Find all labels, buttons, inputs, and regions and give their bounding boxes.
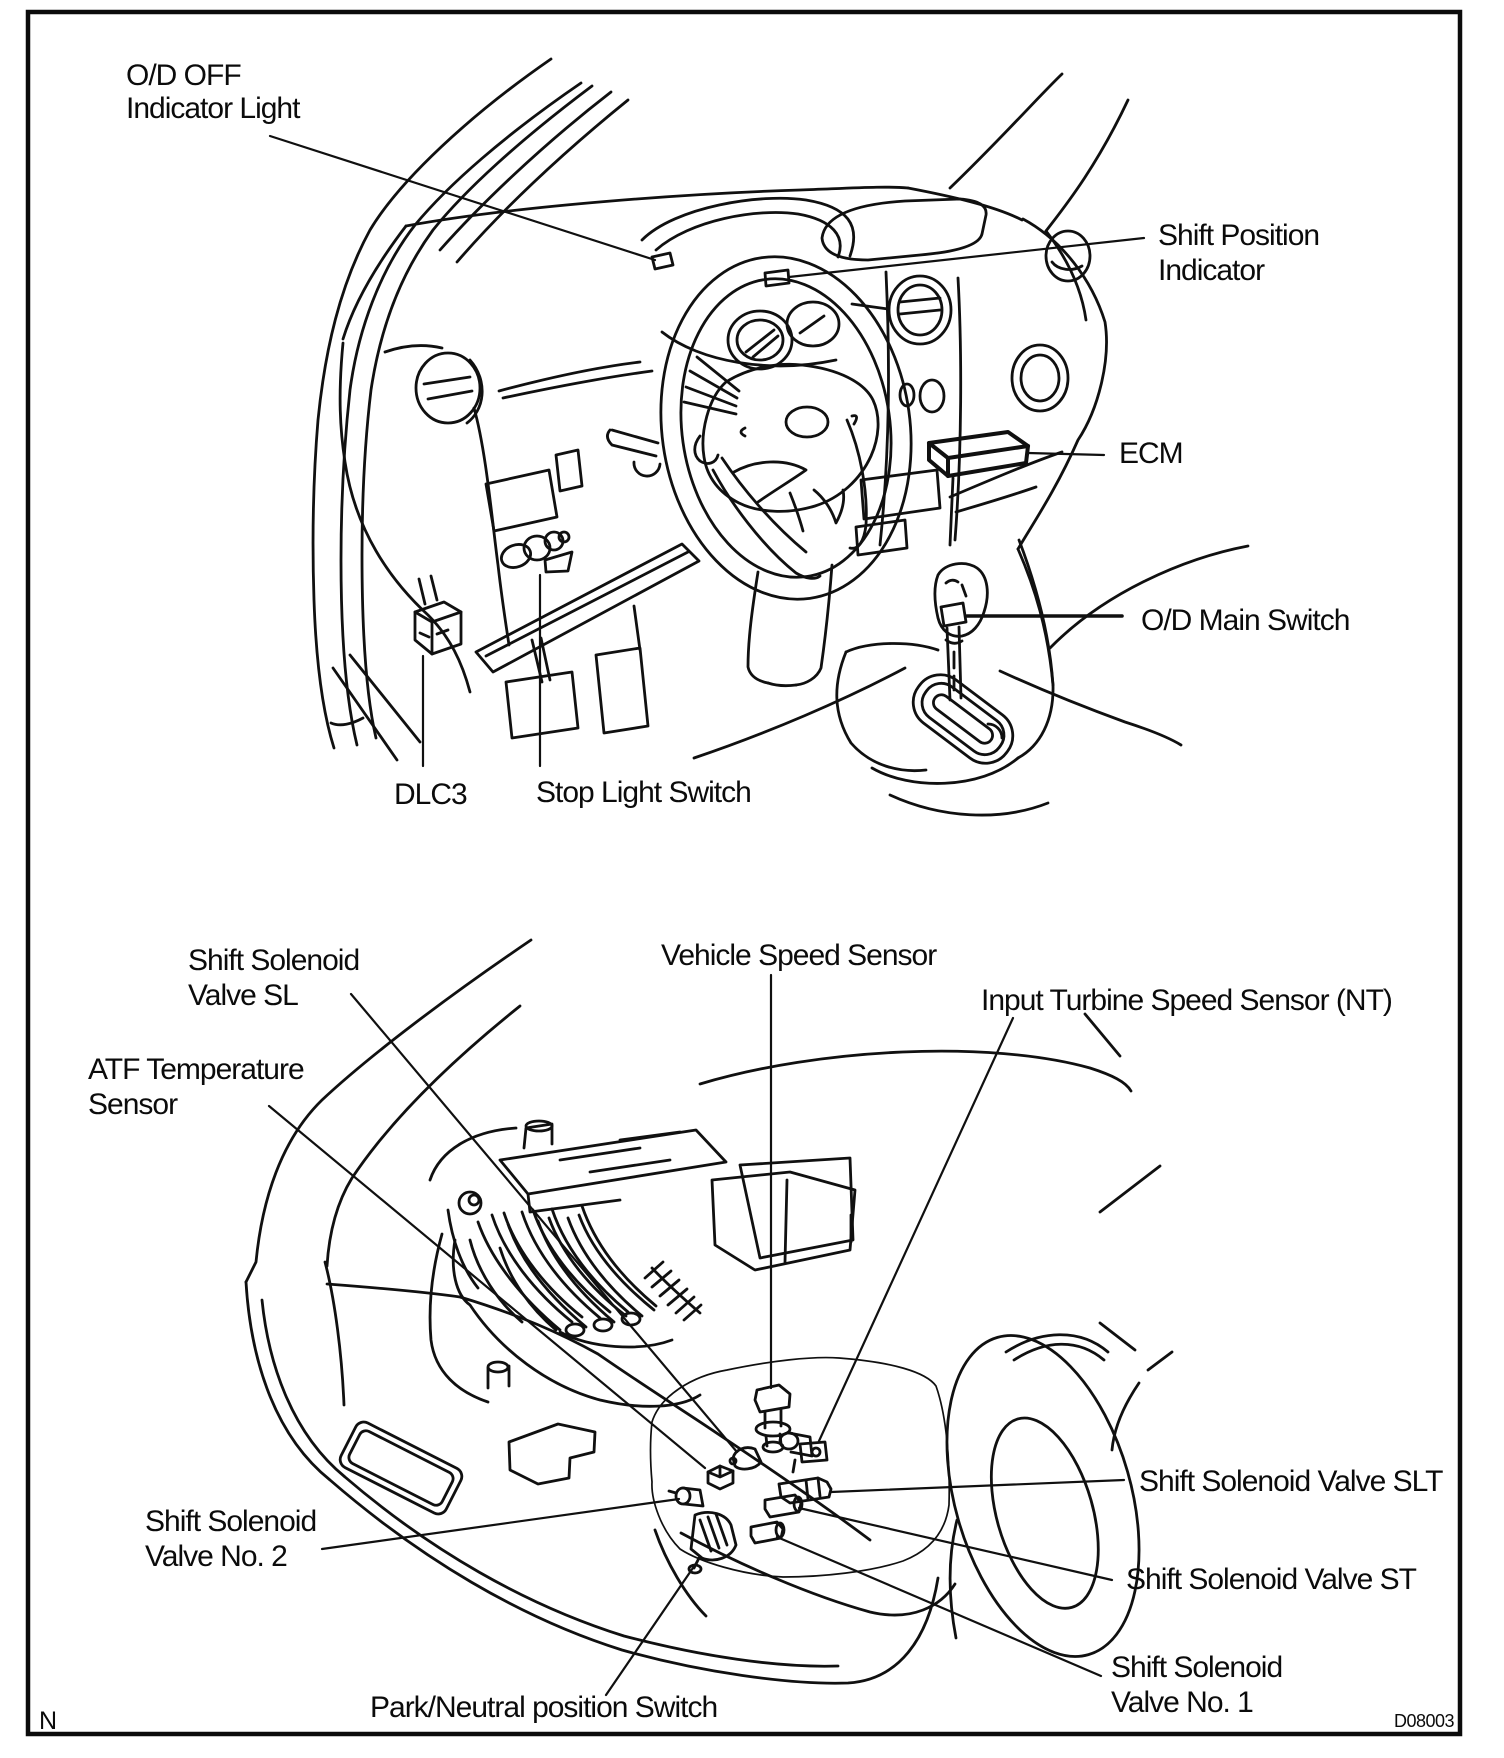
svg-text:N: N [39, 1707, 57, 1735]
svg-text:Valve No. 1: Valve No. 1 [1111, 1686, 1253, 1719]
svg-text:Stop Light Switch: Stop Light Switch [536, 776, 751, 809]
svg-text:Shift Solenoid: Shift Solenoid [188, 944, 359, 977]
svg-text:D08003: D08003 [1394, 1711, 1455, 1731]
svg-text:Shift Solenoid Valve ST: Shift Solenoid Valve ST [1126, 1563, 1417, 1596]
svg-text:O/D OFF: O/D OFF [126, 59, 241, 92]
svg-text:Park/Neutral position Switch: Park/Neutral position Switch [370, 1691, 717, 1724]
svg-text:O/D Main Switch: O/D Main Switch [1141, 604, 1349, 637]
svg-text:Shift Position: Shift Position [1158, 219, 1319, 252]
svg-text:Shift Solenoid: Shift Solenoid [145, 1505, 316, 1538]
svg-text:ATF Temperature: ATF Temperature [88, 1053, 304, 1086]
svg-text:Vehicle Speed Sensor: Vehicle Speed Sensor [661, 939, 937, 972]
svg-text:Shift Solenoid Valve SLT: Shift Solenoid Valve SLT [1139, 1465, 1443, 1498]
svg-text:Indicator Light: Indicator Light [126, 92, 301, 125]
svg-text:Indicator: Indicator [1158, 254, 1265, 287]
svg-text:Shift Solenoid: Shift Solenoid [1111, 1651, 1282, 1684]
svg-text:DLC3: DLC3 [394, 778, 467, 811]
svg-text:Sensor: Sensor [88, 1088, 178, 1121]
svg-text:ECM: ECM [1119, 437, 1183, 470]
svg-text:Input Turbine Speed Sensor (NT: Input Turbine Speed Sensor (NT) [981, 984, 1392, 1017]
svg-text:Valve No. 2: Valve No. 2 [145, 1540, 287, 1573]
svg-text:Valve SL: Valve SL [188, 979, 298, 1012]
